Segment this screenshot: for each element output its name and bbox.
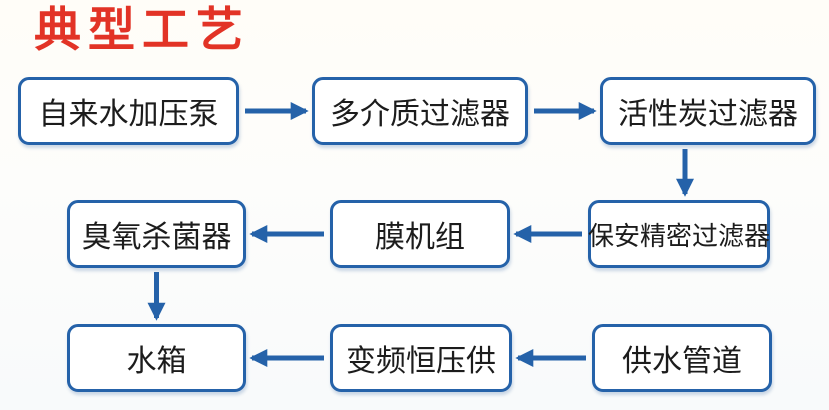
flow-node-label: 多介质过滤器 [330,98,510,131]
flow-node-label: 活性炭过滤器 [618,98,798,131]
flow-node-label: 变频恒压供 [346,345,496,378]
flow-node-ozone-sterilizer: 臭氧杀菌器 [67,200,246,268]
flow-node-vfd-constant-pressure: 变频恒压供 [330,324,512,392]
page-title: 典型工艺 [34,3,250,56]
flow-node-label: 自来水加压泵 [38,98,219,131]
flow-node-label: 臭氧杀菌器 [81,221,232,254]
flow-node-label: 保安精密过滤器 [588,220,771,251]
flow-node-multi-media-filter: 多介质过滤器 [312,77,528,145]
flow-node-activated-carbon-filter: 活性炭过滤器 [600,77,816,145]
flow-node-label: 供水管道 [622,345,742,378]
flow-node-tap-water-pump: 自来水加压泵 [18,77,239,145]
flow-node-security-precision-filter: 保安精密过滤器 [588,200,770,268]
flow-node-label: 水箱 [126,345,187,378]
flow-node-label: 膜机组 [375,221,465,254]
flow-node-water-tank: 水箱 [67,324,246,392]
flow-node-water-supply-pipeline: 供水管道 [592,324,772,392]
flow-node-membrane-unit: 膜机组 [330,200,510,268]
